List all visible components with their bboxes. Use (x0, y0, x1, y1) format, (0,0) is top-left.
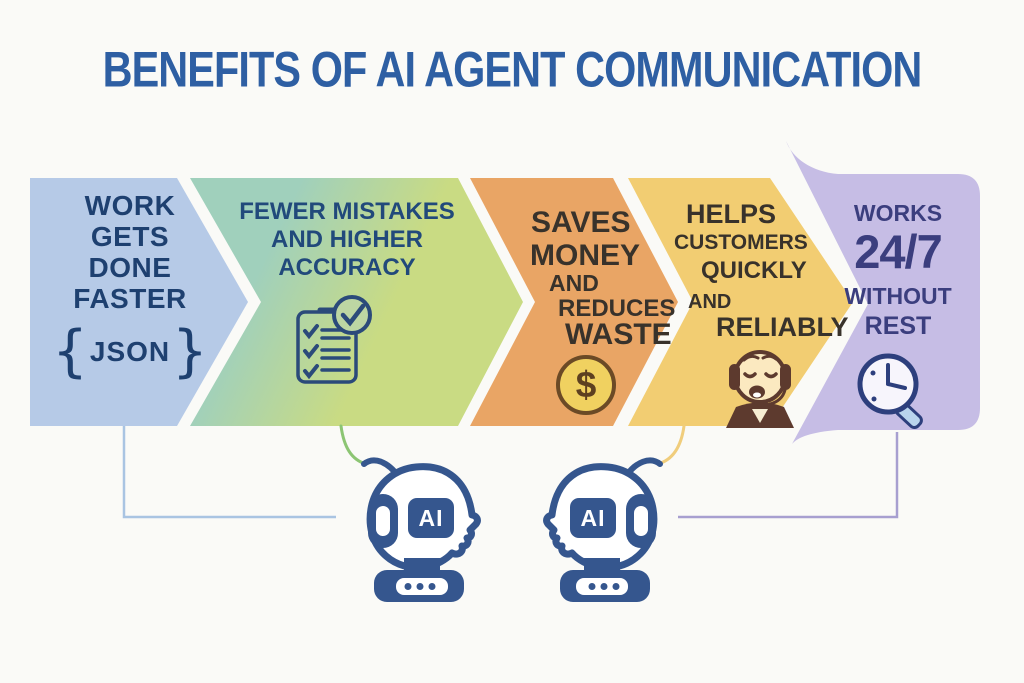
benefit-line: MONEY (530, 239, 641, 272)
benefit-line: WASTE (565, 318, 672, 351)
panel-helps-customers-shape (628, 178, 853, 426)
panel-works-247-text: WORKS 24/7 WITHOUT REST (818, 200, 978, 341)
dollar-coin-icon (556, 355, 616, 415)
clock-magnifier-icon (857, 353, 923, 430)
panel-work-faster-text: WORK GETS DONE FASTER { JSON } (40, 190, 220, 384)
panel-fewer-mistakes-text: FEWER MISTAKES AND HIGHER ACCURACY (238, 198, 456, 282)
checklist-icon (296, 295, 372, 384)
dollar-sign: $ (575, 364, 597, 405)
ai-robot-left (361, 457, 481, 602)
connector-green-curve (339, 424, 368, 466)
benefit-line: ACCURACY (278, 254, 416, 281)
support-agent-icon (726, 350, 794, 428)
benefit-line: AND (688, 291, 732, 313)
benefit-line: QUICKLY (701, 257, 807, 284)
benefit-line-24-7: 24/7 (854, 225, 942, 278)
panel-work-faster-shape (30, 178, 248, 426)
benefit-line: REST (864, 312, 932, 340)
brace-open: { (52, 319, 88, 384)
benefit-line: DONE (88, 252, 172, 283)
benefit-line: WORK (84, 190, 176, 221)
ai-label-right: AI (580, 504, 606, 531)
benefit-line: FEWER MISTAKES (239, 198, 455, 225)
connector-right-line (678, 432, 899, 519)
benefit-line: WITHOUT (844, 283, 952, 309)
benefit-line: SAVES (531, 206, 631, 239)
json-braces-icon: { JSON } (40, 319, 220, 384)
brace-close: } (172, 319, 208, 384)
benefit-line: RELIABLY (716, 312, 849, 342)
panel-saves-money-shape (470, 178, 678, 426)
benefit-line: HELPS (686, 199, 777, 229)
benefit-line: AND HIGHER (270, 226, 423, 253)
benefit-line: GETS (90, 221, 170, 252)
json-label: JSON (89, 336, 171, 367)
connector-left-line (122, 426, 336, 519)
benefit-line: AND (549, 270, 599, 296)
ai-label-left: AI (418, 504, 444, 531)
benefit-line: FASTER (73, 283, 187, 314)
benefit-line: WORKS (853, 200, 943, 226)
page-title: BENEFITS OF AI AGENT COMMUNICATION (102, 40, 923, 98)
benefit-line: REDUCES (558, 295, 676, 322)
panel-works-247-shape (786, 141, 980, 444)
connector-yellow-curve (656, 424, 686, 466)
benefit-line: CUSTOMERS (674, 231, 808, 254)
